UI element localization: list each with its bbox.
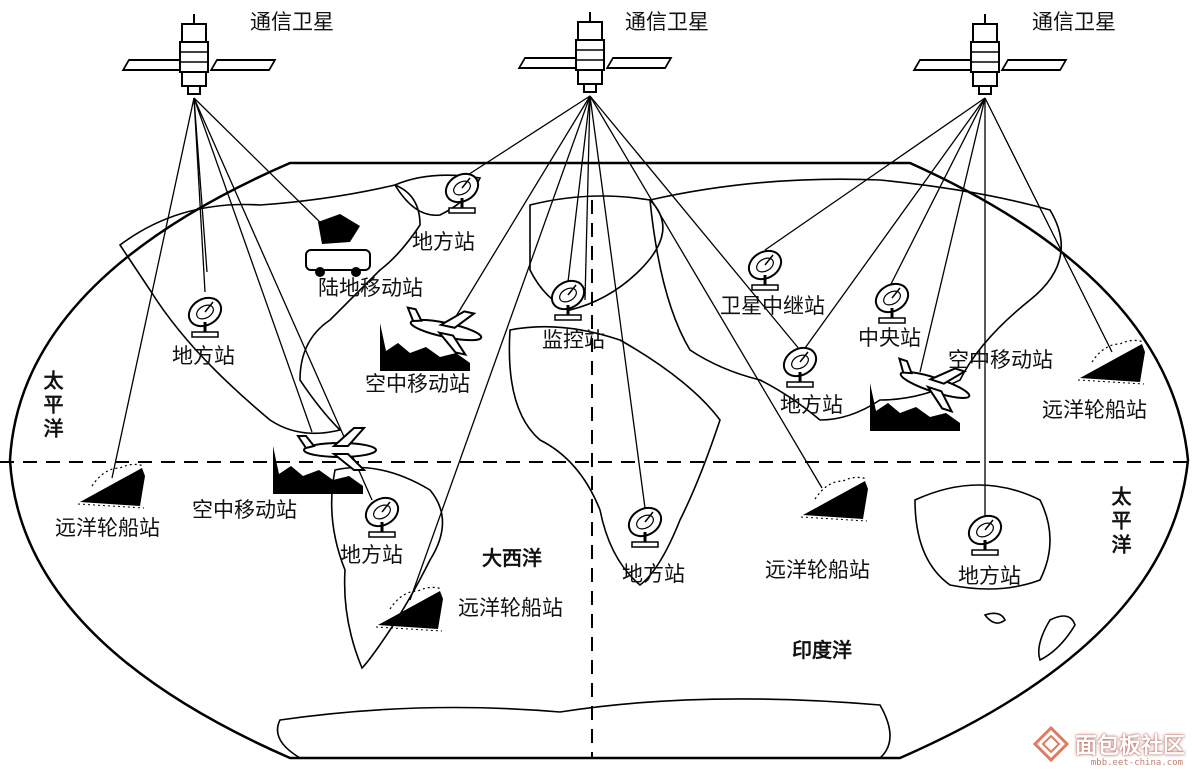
label-monitor-station: 监控站: [542, 328, 605, 352]
continent-antarctica: [276, 698, 891, 759]
continent-asia: [649, 178, 1063, 421]
label-ground-station-sa: 地方站: [340, 543, 403, 567]
watermark: 面包板社区: [1032, 726, 1185, 762]
watermark-logo-icon: [1032, 726, 1069, 762]
ocean-label-atlantic: 大西洋: [482, 546, 542, 570]
signal-beams: [111, 95, 1113, 601]
label-ship-pacific-east: 远洋轮船站: [1042, 398, 1147, 422]
label-ground-station-australia: 地方站: [958, 564, 1021, 588]
label-land-mobile-station: 陆地移动站: [318, 276, 423, 300]
label-ship-indian: 远洋轮船站: [765, 558, 870, 582]
continent-north-america: [118, 184, 421, 435]
label-ground-station-africa: 地方站: [622, 562, 685, 586]
label-central-station: 中央站: [858, 326, 921, 350]
label-ground-station-na-west: 地方站: [172, 344, 235, 368]
island-new-zealand: [1037, 615, 1076, 662]
ocean-label-indian: 印度洋: [792, 638, 852, 662]
ocean-label-pacific-east: 太平洋: [1108, 486, 1132, 558]
label-air-mobile-asia: 空中移动站: [948, 348, 1053, 372]
world-map-outline: [8, 161, 1190, 760]
satellite-label-east: 通信卫星: [1032, 10, 1116, 34]
watermark-sub: mbb.eet-china.com: [1090, 758, 1183, 768]
label-relay-station: 卫星中继站: [720, 294, 825, 318]
label-ground-station-na-east: 地方站: [412, 230, 475, 254]
ocean-label-pacific-west: 太平洋: [40, 370, 64, 442]
continent-africa: [508, 325, 721, 587]
label-air-mobile-americas: 空中移动站: [192, 498, 297, 522]
satellite-label-center: 通信卫星: [625, 10, 709, 34]
label-ship-sa: 远洋轮船站: [458, 596, 563, 620]
label-ship-pacific-west: 远洋轮船站: [55, 516, 160, 540]
island-tasmania: [983, 612, 1007, 624]
satellite-label-west: 通信卫星: [250, 10, 334, 34]
continent-australia: [914, 484, 1051, 590]
watermark-text: 面包板社区: [1074, 734, 1185, 759]
land-vehicle-icon: [305, 214, 371, 277]
label-ground-station-india: 地方站: [780, 393, 843, 417]
continent-south-america: [330, 466, 444, 670]
label-air-mobile-atlantic: 空中移动站: [365, 372, 470, 396]
